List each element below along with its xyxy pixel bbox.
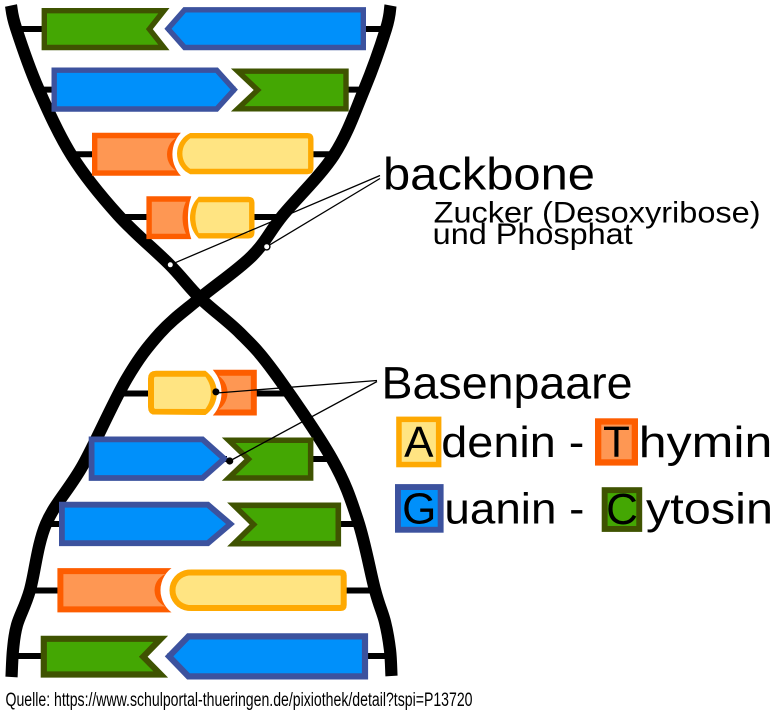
svg-text:und Phosphat: und Phosphat bbox=[433, 218, 633, 251]
svg-text:Quelle: https://www.schulporta: Quelle: https://www.schulportal-thuering… bbox=[6, 690, 473, 711]
svg-text:Zucker (Desoxyribose): Zucker (Desoxyribose) bbox=[434, 197, 761, 230]
svg-text:uanin -: uanin - bbox=[444, 485, 584, 534]
svg-text:hymin: hymin bbox=[639, 418, 773, 467]
svg-text:T: T bbox=[603, 418, 630, 467]
svg-text:denin -: denin - bbox=[441, 418, 584, 467]
svg-text:backbone: backbone bbox=[383, 149, 595, 200]
svg-text:G: G bbox=[402, 485, 436, 534]
svg-text:ytosin: ytosin bbox=[646, 485, 773, 534]
svg-text:C: C bbox=[606, 485, 638, 534]
svg-text:Basenpaare: Basenpaare bbox=[382, 358, 633, 409]
svg-text:A: A bbox=[404, 418, 434, 467]
